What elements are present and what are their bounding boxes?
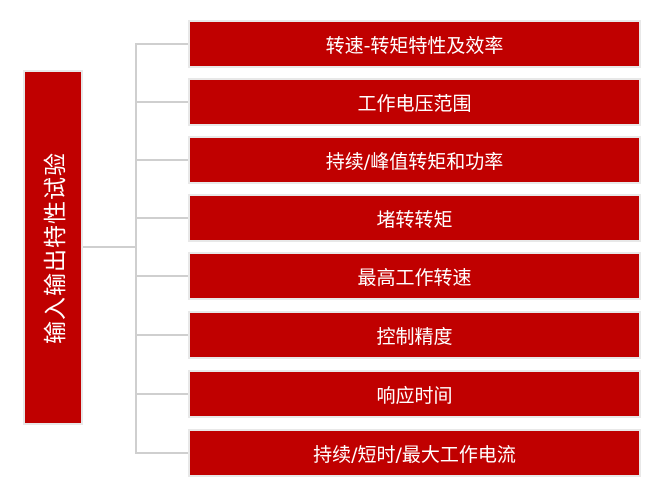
item-label: 堵转转矩 bbox=[376, 208, 453, 231]
trunk-connector bbox=[135, 43, 137, 453]
root-node-label: 输入输出特性试验 bbox=[43, 151, 69, 344]
branch-connector-3 bbox=[135, 159, 189, 161]
item-stall-torque: 堵转转矩 bbox=[188, 194, 641, 242]
branch-connector-4 bbox=[135, 217, 189, 219]
root-node: 输入输出特性试验 bbox=[23, 70, 83, 425]
item-label: 转速-转矩特性及效率 bbox=[325, 34, 504, 57]
item-label: 持续/峰值转矩和功率 bbox=[325, 150, 504, 173]
item-voltage-range: 工作电压范围 bbox=[188, 78, 641, 126]
branch-connector-2 bbox=[135, 101, 189, 103]
item-working-current: 持续/短时/最大工作电流 bbox=[188, 429, 641, 477]
item-control-accuracy: 控制精度 bbox=[188, 311, 641, 359]
item-label: 最高工作转速 bbox=[357, 266, 472, 289]
branch-connector-7 bbox=[135, 393, 189, 395]
item-label: 工作电压范围 bbox=[357, 92, 472, 115]
branch-connector-6 bbox=[135, 334, 189, 336]
item-speed-torque-efficiency: 转速-转矩特性及效率 bbox=[188, 20, 641, 68]
item-response-time: 响应时间 bbox=[188, 370, 641, 418]
item-max-speed: 最高工作转速 bbox=[188, 252, 641, 300]
branch-connector-5 bbox=[135, 275, 189, 277]
branch-connector-8 bbox=[135, 452, 189, 454]
item-continuous-peak-torque-power: 持续/峰值转矩和功率 bbox=[188, 136, 641, 184]
item-label: 响应时间 bbox=[376, 384, 453, 407]
item-label: 控制精度 bbox=[376, 325, 453, 348]
root-connector bbox=[83, 246, 136, 248]
item-label: 持续/短时/最大工作电流 bbox=[313, 443, 516, 466]
branch-connector-1 bbox=[135, 43, 189, 45]
